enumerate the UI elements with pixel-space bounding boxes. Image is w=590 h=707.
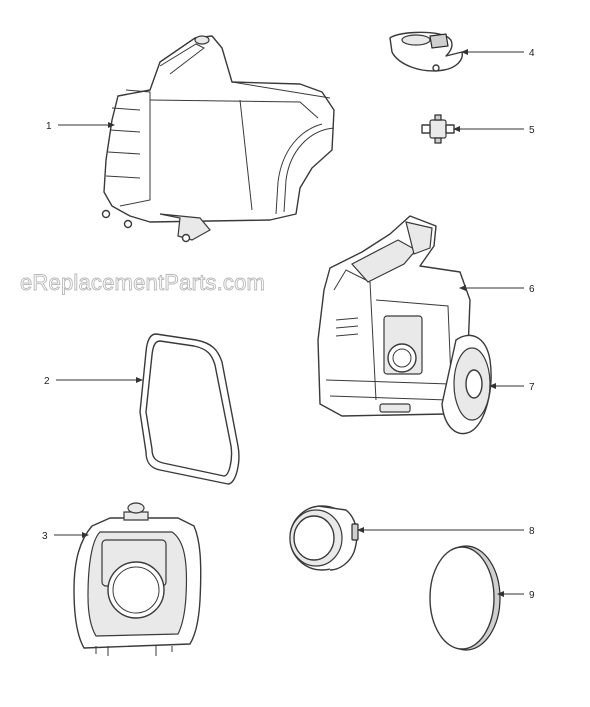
part-2-gasket-seal	[139, 333, 240, 485]
callout-8: 8	[357, 526, 535, 537]
callout-7: 7	[489, 382, 535, 393]
callout-9: 9	[497, 590, 535, 601]
callout-label-6: 6	[529, 284, 535, 295]
callout-label-2: 2	[44, 376, 50, 387]
callout-4: 4	[461, 48, 535, 59]
watermark-text: eReplacementParts.com	[20, 270, 265, 295]
part-6-base-chassis	[317, 215, 471, 417]
callout-1: 1	[46, 121, 115, 132]
callout-label-4: 4	[529, 48, 535, 59]
part-9-filter-disc	[429, 545, 501, 651]
callout-label-7: 7	[529, 382, 535, 393]
callout-label-8: 8	[529, 526, 535, 537]
part-3-filter-cover	[73, 502, 202, 656]
callout-2: 2	[44, 376, 143, 387]
part-8-filter-holder	[289, 505, 359, 571]
callout-label-3: 3	[42, 531, 48, 542]
part-1-body-housing	[101, 35, 335, 243]
callout-5: 5	[453, 125, 535, 136]
part-7-wheel	[441, 334, 492, 435]
callout-label-9: 9	[529, 590, 535, 601]
callout-3: 3	[42, 531, 89, 542]
part-4-cap-latch	[389, 31, 463, 72]
callout-label-1: 1	[46, 121, 52, 132]
part-5-connector	[421, 114, 455, 144]
callout-6: 6	[459, 284, 535, 295]
callout-label-5: 5	[529, 125, 535, 136]
